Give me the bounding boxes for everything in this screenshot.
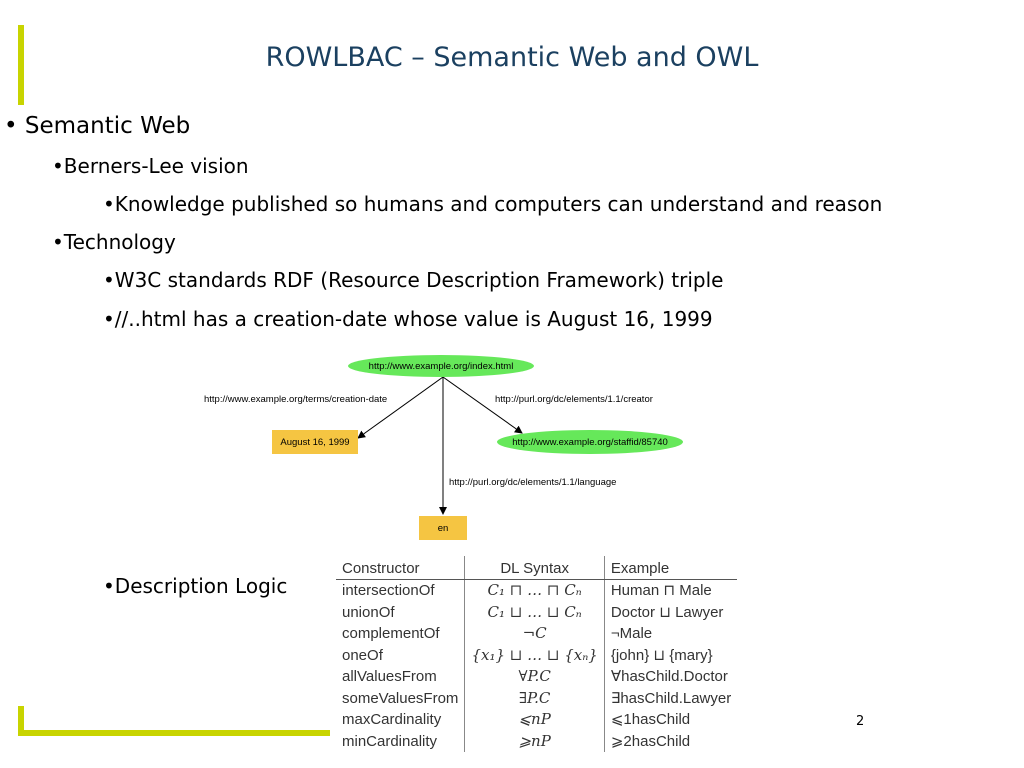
cell-example: ⩽1hasChild	[603, 709, 738, 731]
cell-syntax: C₁ ⊔ … ⊔ Cₙ	[464, 601, 605, 623]
bullet-knowledge: •Knowledge published so humans and compu…	[103, 192, 883, 216]
table-row: minCardinality ⩾nP ⩾2hasChild	[336, 730, 738, 752]
table-row: intersectionOf C₁ ⊓ … ⊓ Cₙ Human ⊓ Male	[336, 579, 738, 602]
node-staffid: http://www.example.org/staffid/85740	[497, 430, 683, 454]
description-logic-table: Constructor DL Syntax Example intersecti…	[336, 556, 738, 752]
cell-example: ∃hasChild.Lawyer	[603, 687, 738, 709]
edge-label-language: http://purl.org/dc/elements/1.1/language	[449, 477, 617, 488]
table-row: complementOf ¬C ¬Male	[336, 623, 738, 645]
bullet-description-logic: •Description Logic	[103, 574, 288, 598]
cell-constructor: minCardinality	[342, 732, 438, 750]
cell-constructor: unionOf	[342, 603, 395, 621]
slide-title: ROWLBAC – Semantic Web and OWL	[265, 42, 759, 73]
cell-example: ¬Male	[603, 623, 738, 645]
rdf-graph-diagram: http://www.example.org/index.html August…	[195, 350, 715, 550]
cell-constructor: complementOf	[342, 625, 440, 642]
edge-label-creator: http://purl.org/dc/elements/1.1/creator	[495, 394, 653, 405]
cell-example: Human ⊓ Male	[603, 579, 738, 602]
bullet-technology: •Technology	[52, 230, 176, 254]
cell-constructor: someValuesFrom	[342, 689, 459, 707]
table-row: maxCardinality ⩽nP ⩽1hasChild	[336, 709, 738, 731]
accent-bracket-horizontal	[18, 730, 330, 736]
table-row: oneOf {x₁} ⊔ … ⊔ {xₙ} {john} ⊔ {mary}	[336, 644, 738, 666]
accent-bar	[18, 25, 24, 105]
cell-syntax: ⩾nP	[464, 730, 605, 752]
cell-example: ⩾2hasChild	[603, 730, 738, 752]
cell-syntax: {x₁} ⊔ … ⊔ {xₙ}	[464, 644, 605, 666]
edge-label-creation-date: http://www.example.org/terms/creation-da…	[204, 394, 388, 405]
node-august-date: August 16, 1999	[272, 430, 358, 454]
node-en: en	[419, 516, 467, 540]
bullet-semantic-web: • Semantic Web	[4, 113, 191, 139]
cell-syntax: ⩽nP	[464, 709, 605, 731]
table-header-row: Constructor DL Syntax Example	[336, 556, 738, 580]
cell-syntax: C₁ ⊓ … ⊓ Cₙ	[464, 579, 605, 602]
header-dl-syntax: DL Syntax	[464, 556, 605, 580]
edge-creation-date-line	[357, 376, 444, 439]
cell-example: {john} ⊔ {mary}	[603, 644, 738, 666]
cell-syntax: ∀P.C	[464, 666, 605, 688]
cell-syntax: ¬C	[464, 623, 605, 645]
cell-example: ∀hasChild.Doctor	[603, 666, 738, 688]
accent-bracket-vertical	[18, 706, 24, 736]
bullet-creation-date: •//..html has a creation-date whose valu…	[103, 307, 713, 331]
table-row: allValuesFrom ∀P.C ∀hasChild.Doctor	[336, 666, 738, 688]
node-index-html: http://www.example.org/index.html	[348, 355, 534, 377]
cell-constructor: maxCardinality	[342, 711, 442, 728]
table-row: unionOf C₁ ⊔ … ⊔ Cₙ Doctor ⊔ Lawyer	[336, 601, 738, 623]
table-row: someValuesFrom ∃P.C ∃hasChild.Lawyer	[336, 687, 738, 709]
cell-example: Doctor ⊔ Lawyer	[603, 601, 738, 623]
bullet-w3c-rdf: •W3C standards RDF (Resource Description…	[103, 268, 724, 292]
edge-creator-line	[442, 376, 523, 434]
header-constructor: Constructor	[336, 556, 465, 580]
cell-constructor: allValuesFrom	[342, 668, 437, 685]
rdf-graph-edges	[357, 376, 523, 515]
bullet-berners-lee: •Berners-Lee vision	[52, 154, 249, 178]
cell-constructor: oneOf	[342, 646, 383, 664]
page-number: 2	[856, 714, 865, 729]
cell-constructor: intersectionOf	[342, 582, 435, 599]
header-example: Example	[603, 556, 738, 580]
cell-syntax: ∃P.C	[464, 687, 605, 709]
